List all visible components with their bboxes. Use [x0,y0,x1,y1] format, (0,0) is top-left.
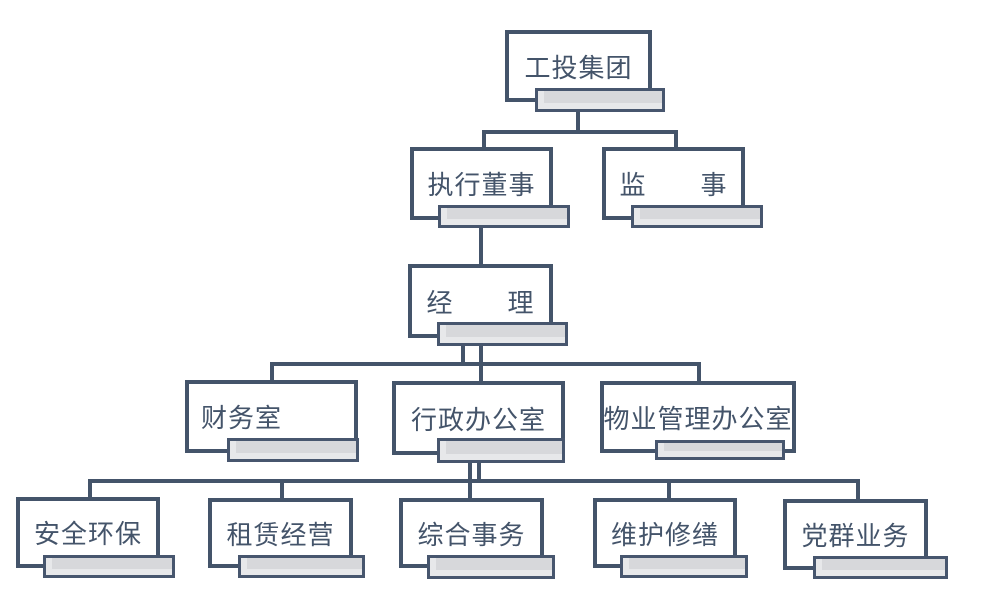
org-node-shadow-supervisor [631,205,763,228]
org-node-label: 监 事 [619,170,728,200]
org-node-label: 物业管理办公室 [603,403,793,434]
connector-admin-to-rail3 [477,460,481,483]
org-node-shadow-leasing-operation [238,555,365,578]
connector-exec-to-manager [479,225,483,268]
connector-rail2 [270,362,701,366]
org-node-admin-office: 行政办公室 [392,381,565,455]
org-node-finance-office: 财务室 [185,380,358,453]
org-node-label: 综合事务 [417,519,526,550]
org-node-label: 党群业务 [801,521,910,551]
connector-rail1-to-supervisor [674,130,678,150]
connector-rail2-to-property [697,362,701,385]
connector-manager-to-rail2 [461,343,465,366]
connector-rail3-to-safety [88,479,92,500]
org-node-shadow-general-affairs [427,555,555,579]
org-node-shadow-finance-office [227,438,359,462]
org-node-label: 工投集团 [524,52,633,83]
connector-group-to-rail1 [576,100,580,134]
org-node-label: 经 理 [426,287,535,318]
org-node-shadow-safety-environment [43,555,175,578]
org-node-label: 行政办公室 [410,404,546,435]
org-node-shadow-executive-director [438,205,570,228]
connector-rail1-to-exec [482,130,486,150]
org-node-label: 维护修缮 [610,519,719,550]
connector-rail3-to-party [856,479,860,502]
org-node-shadow-property-management-office [655,440,785,460]
connector-rail3-to-leasing [280,479,284,501]
connector-rail2-to-finance [270,362,274,384]
org-node-label: 执行董事 [427,170,536,200]
org-node-shadow-maintenance-repair [620,555,748,578]
org-node-label: 安全环保 [33,519,142,549]
org-node-shadow-party-mass-affairs [813,556,948,579]
org-node-shadow-gongtou-group [535,88,665,112]
connector-rail1 [482,130,678,134]
org-node-shadow-admin-office [437,438,565,463]
org-node-label: 财务室 [201,403,283,433]
org-node-shadow-manager [437,322,568,346]
org-node-label: 租赁经营 [226,519,335,550]
connector-rail3 [88,479,860,483]
connector-rail3-to-maintenance [667,479,671,501]
